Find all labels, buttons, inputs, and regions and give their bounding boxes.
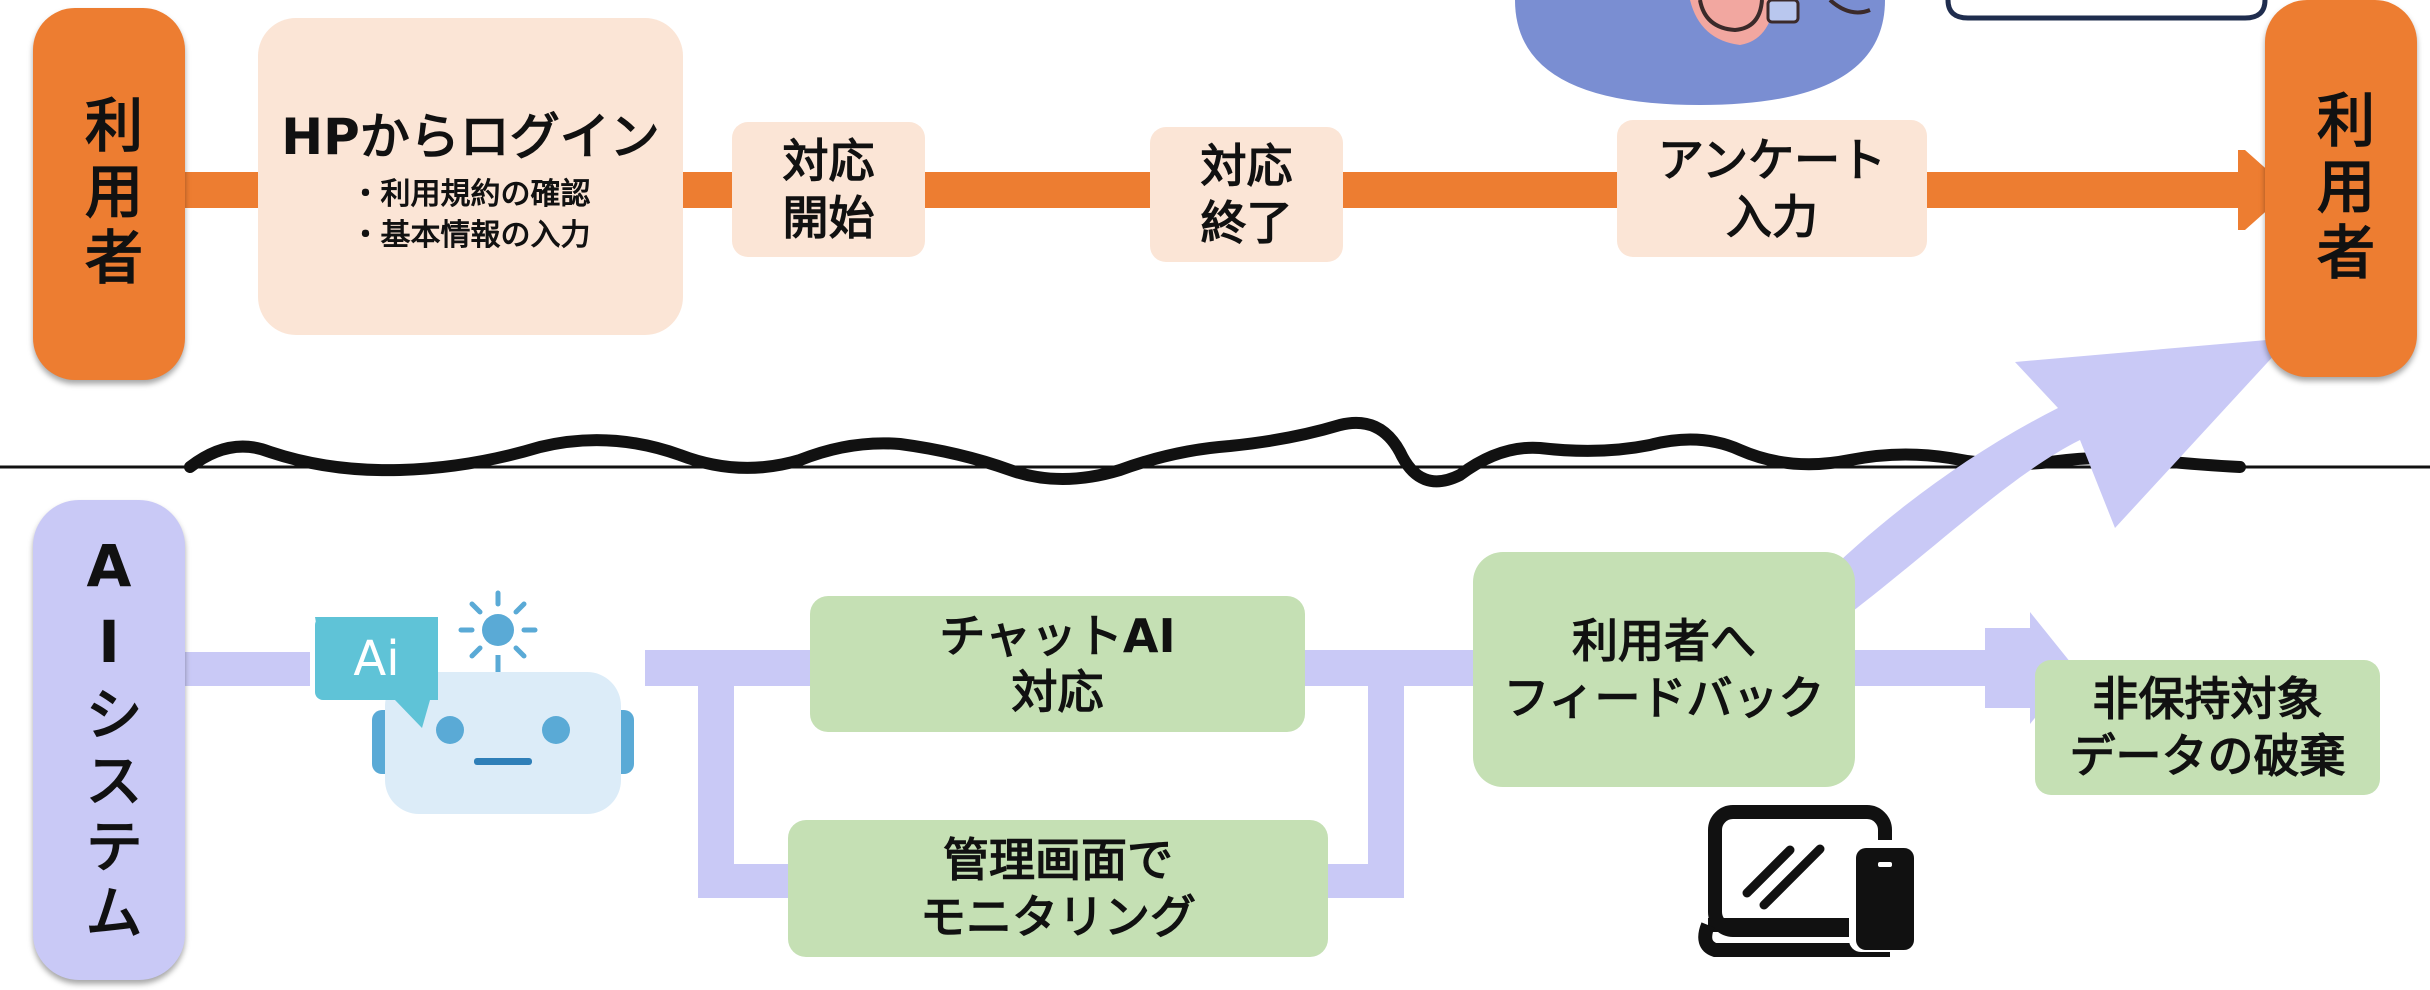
actor-user-left-label: 利用者: [75, 95, 143, 293]
monitor-box: 管理画面で モニタリング: [788, 820, 1328, 957]
step-end: 対応 終了: [1150, 127, 1343, 262]
monitor-branch-right: [1368, 650, 1404, 898]
user-flow-arrowhead: [2238, 150, 2290, 230]
robot-badge-text: Ai: [353, 630, 400, 687]
feedback-box: 利用者へ フィードバック: [1473, 552, 1855, 787]
chat-ai-box: チャットAI 対応: [810, 596, 1305, 732]
monitor-branch-left: [698, 650, 734, 895]
robot-icon: [315, 590, 634, 814]
step-start: 対応 開始: [732, 122, 925, 257]
actor-user-right-label: 利用者: [2307, 89, 2375, 288]
login-box: HPからログイン ・利用規約の確認 ・基本情報の入力: [258, 18, 683, 335]
feedback-return-arrow: [1815, 338, 2290, 625]
laptop-phone-icon: [1698, 805, 1917, 957]
step-survey: アンケート 入力: [1617, 120, 1927, 257]
wavy-divider: [184, 416, 2246, 488]
ai-flow-bar-left: [185, 652, 310, 686]
login-item-terms: ・利用規約の確認: [350, 177, 591, 212]
actor-user-left: 利用者: [33, 8, 185, 380]
login-title: HPからログイン: [281, 108, 660, 166]
actor-ai-system-label: AIシステム: [75, 532, 143, 948]
person-phone-illustration: [1515, 0, 1885, 105]
top-right-frame: [1945, 0, 2268, 21]
discard-box: 非保持対象 データの破棄: [2035, 660, 2380, 795]
actor-ai-system: AIシステム: [33, 500, 185, 980]
login-item-info: ・基本情報の入力: [350, 217, 591, 253]
actor-user-right: 利用者: [2265, 0, 2417, 377]
